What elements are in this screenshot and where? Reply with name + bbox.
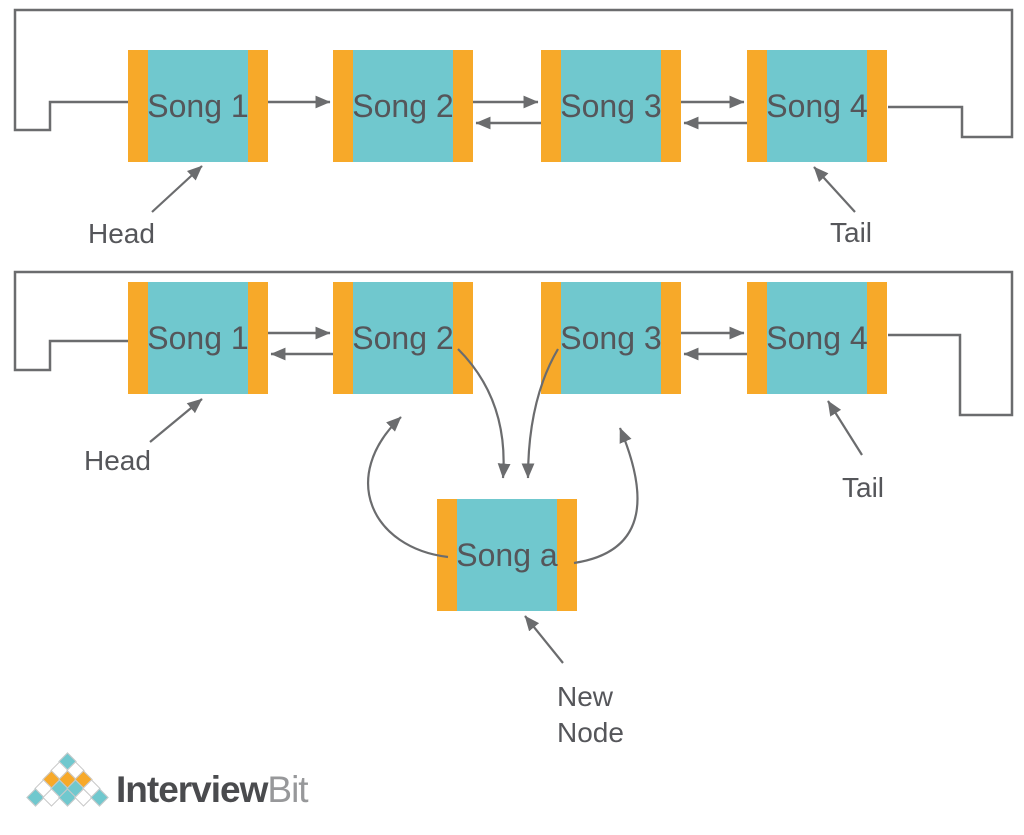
top-head-label: Head bbox=[88, 218, 155, 249]
curve-new-node-to-song3 bbox=[573, 427, 639, 565]
node-body bbox=[353, 282, 453, 394]
top-node-song-4: Song 4 bbox=[747, 50, 887, 162]
top-tail-label: Tail bbox=[830, 217, 872, 248]
node-label: Song a bbox=[456, 537, 558, 573]
new-node-arrow bbox=[524, 615, 564, 664]
new-node-label-line1: New bbox=[557, 681, 614, 712]
bottom-linked-list: Song 1 Song 2 Song 3 Song 4 Song a bbox=[13, 270, 1014, 748]
top-head-arrow bbox=[151, 165, 203, 213]
node-label: Song 1 bbox=[147, 88, 248, 124]
node-body bbox=[767, 50, 867, 162]
top-node-song-2: Song 2 bbox=[333, 50, 473, 162]
node-label: Song 2 bbox=[352, 88, 453, 124]
node-body bbox=[353, 50, 453, 162]
logo-wordmark: InterviewBit bbox=[116, 769, 309, 810]
top-node-song-1: Song 1 bbox=[128, 50, 268, 162]
node-label: Song 3 bbox=[560, 320, 661, 356]
curve-song2-to-new-node bbox=[457, 348, 511, 479]
top-wraparound-line bbox=[13, 8, 1014, 139]
bottom-node-song-2: Song 2 bbox=[333, 282, 473, 394]
node-label: Song 2 bbox=[352, 320, 453, 356]
node-label: Song 4 bbox=[766, 88, 867, 124]
node-body bbox=[561, 282, 661, 394]
top-node-song-3: Song 3 bbox=[541, 50, 681, 162]
new-node-label-line2: Node bbox=[557, 717, 624, 748]
bottom-wraparound-line bbox=[13, 270, 1014, 417]
node-body bbox=[148, 282, 248, 394]
node-body bbox=[457, 499, 557, 611]
curve-new-node-to-song2 bbox=[367, 416, 449, 559]
bottom-node-song-1: Song 1 bbox=[128, 282, 268, 394]
node-body bbox=[561, 50, 661, 162]
node-label: Song 3 bbox=[560, 88, 661, 124]
logo-wordmark-bold: Interview bbox=[116, 769, 268, 810]
bottom-tail-label: Tail bbox=[842, 472, 884, 503]
bottom-node-song-4: Song 4 bbox=[747, 282, 887, 394]
new-node-song-a: Song a bbox=[437, 499, 577, 611]
top-linked-list: Song 1 Song 2 Song 3 Song 4 Head Tail bbox=[13, 8, 1014, 249]
bottom-head-label: Head bbox=[84, 445, 151, 476]
node-body bbox=[767, 282, 867, 394]
node-body bbox=[148, 50, 248, 162]
bottom-node-song-3: Song 3 bbox=[541, 282, 681, 394]
curve-song3-to-new-node bbox=[521, 348, 559, 479]
bottom-tail-arrow bbox=[827, 400, 863, 456]
logo-wordmark-light: Bit bbox=[267, 769, 308, 810]
top-tail-arrow bbox=[813, 166, 856, 213]
node-label: Song 1 bbox=[147, 320, 248, 356]
interviewbit-logo: InterviewBit bbox=[26, 750, 328, 820]
node-label: Song 4 bbox=[766, 320, 867, 356]
bottom-head-arrow bbox=[149, 398, 203, 443]
